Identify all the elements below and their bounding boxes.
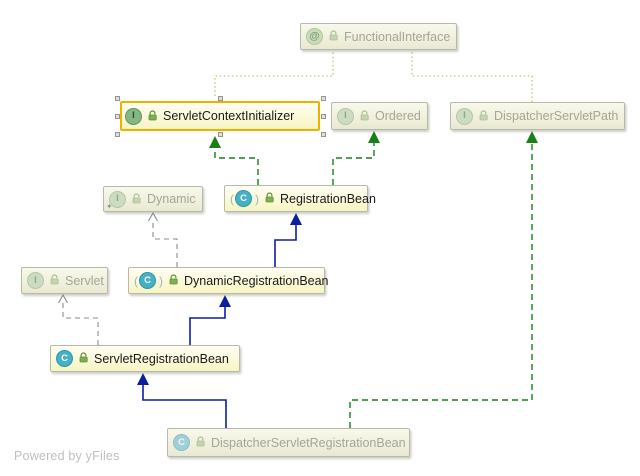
edge-extends-DispatcherServletRegistrationBean-to-ServletRegistrationBean[interactable] (137, 373, 227, 428)
edge-line (274, 224, 297, 267)
edge-line (332, 142, 375, 185)
edge-implements-RegistrationBean-to-Ordered[interactable] (332, 131, 380, 185)
selection-handle[interactable] (217, 131, 223, 137)
edge-weak-ServletRegistrationBean-to-Servlet[interactable] (58, 293, 99, 345)
node-ServletRegistrationBean[interactable]: C ServletRegistrationBean (50, 345, 240, 372)
annotation-icon: @ (306, 28, 323, 45)
selection-handle[interactable] (320, 131, 326, 137)
node-Servlet[interactable]: I Servlet (21, 267, 108, 294)
node-label: ServletRegistrationBean (94, 351, 229, 366)
edge-weak-DynamicRegistrationBean-to-Dynamic[interactable] (148, 211, 178, 267)
abstract-paren-right: ) (159, 273, 163, 288)
edge-extends-ServletRegistrationBean-to-DynamicRegistrationBean[interactable] (189, 295, 231, 345)
node-DispatcherServletPath[interactable]: I DispatcherServletPath (450, 102, 625, 130)
implements-arrowhead (368, 131, 380, 143)
edge-line (214, 51, 334, 96)
node-label: DynamicRegistrationBean (184, 273, 329, 288)
lock-icon (131, 192, 142, 207)
node-RegistrationBean[interactable]: (C) RegistrationBean (224, 185, 376, 212)
abstract-class-icon: C (139, 272, 156, 289)
node-label: Servlet (65, 273, 104, 288)
selection-handle[interactable] (320, 95, 326, 101)
edge-annotation-ServletContextInitializer-to-FunctionalInterface[interactable] (214, 51, 334, 96)
edge-annotation-DispatcherServletPath-to-FunctionalInterface[interactable] (411, 51, 533, 102)
lock-icon (168, 274, 179, 288)
extends-arrowhead (137, 373, 149, 385)
edge-implements-DispatcherServletRegistrationBean-to-DispatcherServletPath[interactable] (349, 131, 538, 428)
node-label: Dynamic (147, 192, 196, 206)
abstract-class-icon: C (235, 190, 252, 207)
open-arrowhead (58, 293, 68, 304)
selection-handle[interactable] (114, 113, 120, 119)
node-Ordered[interactable]: I Ordered (331, 102, 428, 130)
node-DispatcherServletRegistrationBean[interactable]: C DispatcherServletRegistrationBean (167, 428, 410, 457)
selection-handle[interactable] (114, 95, 120, 101)
lock-icon (264, 192, 275, 206)
extends-arrowhead (219, 295, 231, 307)
node-FunctionalInterface[interactable]: @ FunctionalInterface (300, 23, 457, 50)
edge-extends-DynamicRegistrationBean-to-RegistrationBean[interactable] (274, 213, 302, 267)
lock-icon (328, 30, 339, 44)
node-label: DispatcherServletRegistrationBean (211, 435, 406, 450)
edge-line (189, 306, 226, 345)
selection-handle[interactable] (320, 113, 326, 119)
node-ServletContextInitializer[interactable]: I ServletContextInitializer (120, 101, 320, 131)
interface-icon: I✦ (106, 190, 126, 211)
edge-line (411, 51, 533, 102)
lock-icon (78, 352, 89, 366)
lock-icon (359, 109, 370, 124)
edge-line (349, 142, 533, 428)
edge-line (142, 384, 227, 428)
interface-icon: I (125, 107, 142, 125)
class-icon: C (56, 350, 73, 367)
node-label: FunctionalInterface (344, 29, 451, 44)
class-icon: C (173, 434, 190, 451)
node-label: Ordered (375, 109, 421, 123)
abstract-paren-left: ( (230, 191, 234, 206)
yfiles-watermark: Powered by yFiles (14, 449, 120, 463)
interface-icon: I (456, 107, 473, 125)
implements-arrowhead (526, 131, 538, 143)
node-label: DispatcherServletPath (494, 109, 619, 123)
interface-icon: I (337, 107, 354, 125)
lock-icon (478, 109, 489, 124)
interface-icon: I (27, 272, 44, 289)
lock-icon (147, 109, 158, 124)
extends-arrowhead (290, 213, 302, 225)
edge-line (152, 221, 178, 267)
static-marker-icon: ✦ (106, 201, 113, 211)
edge-line (214, 147, 259, 185)
selection-handle[interactable] (217, 95, 223, 101)
open-arrowhead (148, 211, 158, 222)
node-label: RegistrationBean (280, 191, 376, 206)
abstract-paren-left: ( (134, 273, 138, 288)
node-Dynamic[interactable]: I✦ Dynamic (103, 186, 203, 212)
selection-handle[interactable] (114, 131, 120, 137)
lock-icon (195, 436, 206, 450)
implements-arrowhead (209, 136, 221, 148)
lock-icon (49, 274, 60, 288)
edge-line (62, 303, 99, 345)
node-label: ServletContextInitializer (163, 109, 295, 123)
node-DynamicRegistrationBean[interactable]: (C) DynamicRegistrationBean (128, 267, 329, 294)
abstract-paren-right: ) (255, 191, 259, 206)
edge-implements-RegistrationBean-to-ServletContextInitializer[interactable] (209, 136, 259, 185)
